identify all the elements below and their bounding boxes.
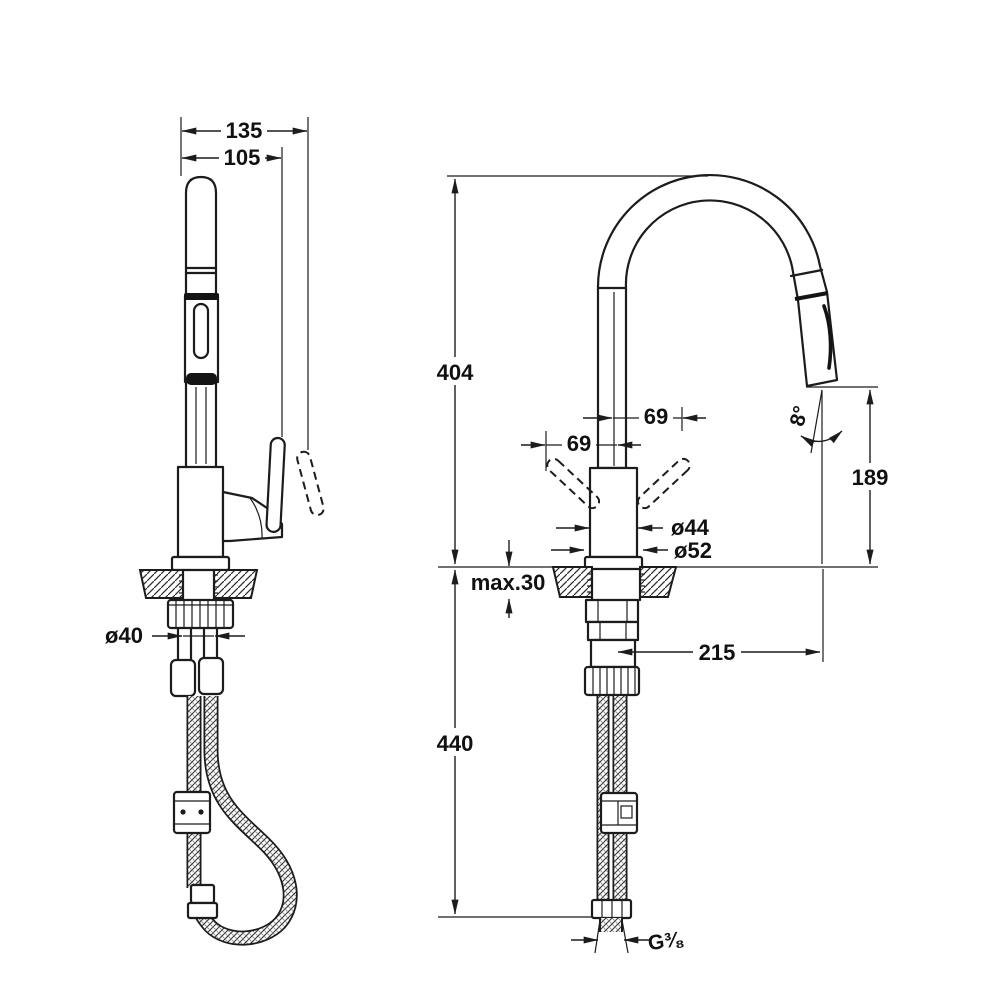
hose-tailpieces-side	[169, 626, 225, 698]
thread-guide-right	[621, 919, 629, 954]
faucet-body-front	[588, 466, 639, 559]
dim-105-label: 105	[224, 145, 261, 170]
dim-404-label: 404	[437, 360, 474, 385]
dim-52-label: ø52	[674, 538, 712, 563]
countertop-front-left	[551, 566, 593, 598]
dim-8deg-label: 8°	[786, 403, 813, 428]
dim-44-label: ø44	[671, 515, 710, 540]
shank-nut-front	[584, 598, 640, 624]
spray-head-joint-band	[184, 293, 219, 300]
dim-189-label: 189	[852, 465, 889, 490]
spray-head-joint-front	[794, 291, 829, 301]
countertop-front-right	[639, 566, 678, 598]
angle-arc	[800, 430, 843, 447]
dim-440-label: 440	[437, 731, 474, 756]
hose-end-nut-front	[590, 898, 633, 932]
braided-hose-loop	[191, 696, 298, 946]
hose-clamp-front	[599, 791, 639, 835]
hose-connector-front	[586, 620, 640, 669]
spray-head-trigger-stripe	[822, 304, 833, 370]
dim-69-left-label: 69	[567, 431, 591, 456]
left-view	[138, 175, 325, 946]
dim-69-right-label: 69	[644, 404, 668, 429]
countertop-right-section	[213, 569, 259, 599]
mounting-nut-side	[166, 598, 235, 630]
spray-head-outlet-band	[186, 373, 217, 385]
dim-135-label: 135	[226, 118, 263, 143]
handle-lever	[265, 436, 286, 533]
threaded-shank-side	[179, 568, 218, 602]
threaded-shank-front	[587, 567, 645, 602]
spray-head-side	[183, 294, 220, 384]
dim-max30-label: max.30	[471, 570, 546, 595]
angle-tilted-line	[810, 389, 823, 454]
spout-lower-inner-lines	[195, 387, 207, 464]
dim-215-label: 215	[699, 640, 736, 665]
handle-lever-right-position	[636, 457, 691, 510]
hose-end-fitting-side	[186, 883, 219, 920]
hose-clamp-side	[172, 790, 212, 835]
handle-lever-alt-position	[296, 450, 325, 517]
handle-lever-left-position	[546, 457, 601, 510]
dim-g38-label: G⅜	[647, 928, 685, 956]
right-view	[546, 173, 839, 932]
dim-40-label: ø40	[105, 623, 143, 648]
base-flange-front	[583, 555, 644, 571]
spout-joint-right	[789, 268, 824, 278]
thread-guide-left	[594, 919, 601, 954]
countertop-left-section	[138, 569, 184, 599]
base-flange-side	[170, 555, 231, 572]
spray-head-slot	[192, 302, 210, 360]
faucet-body-side	[176, 465, 225, 559]
mounting-nut-front	[583, 665, 641, 697]
dimensions: 135 105 ø40 404 440 189 8°	[105, 117, 894, 955]
handle-cone-facet	[249, 497, 263, 540]
